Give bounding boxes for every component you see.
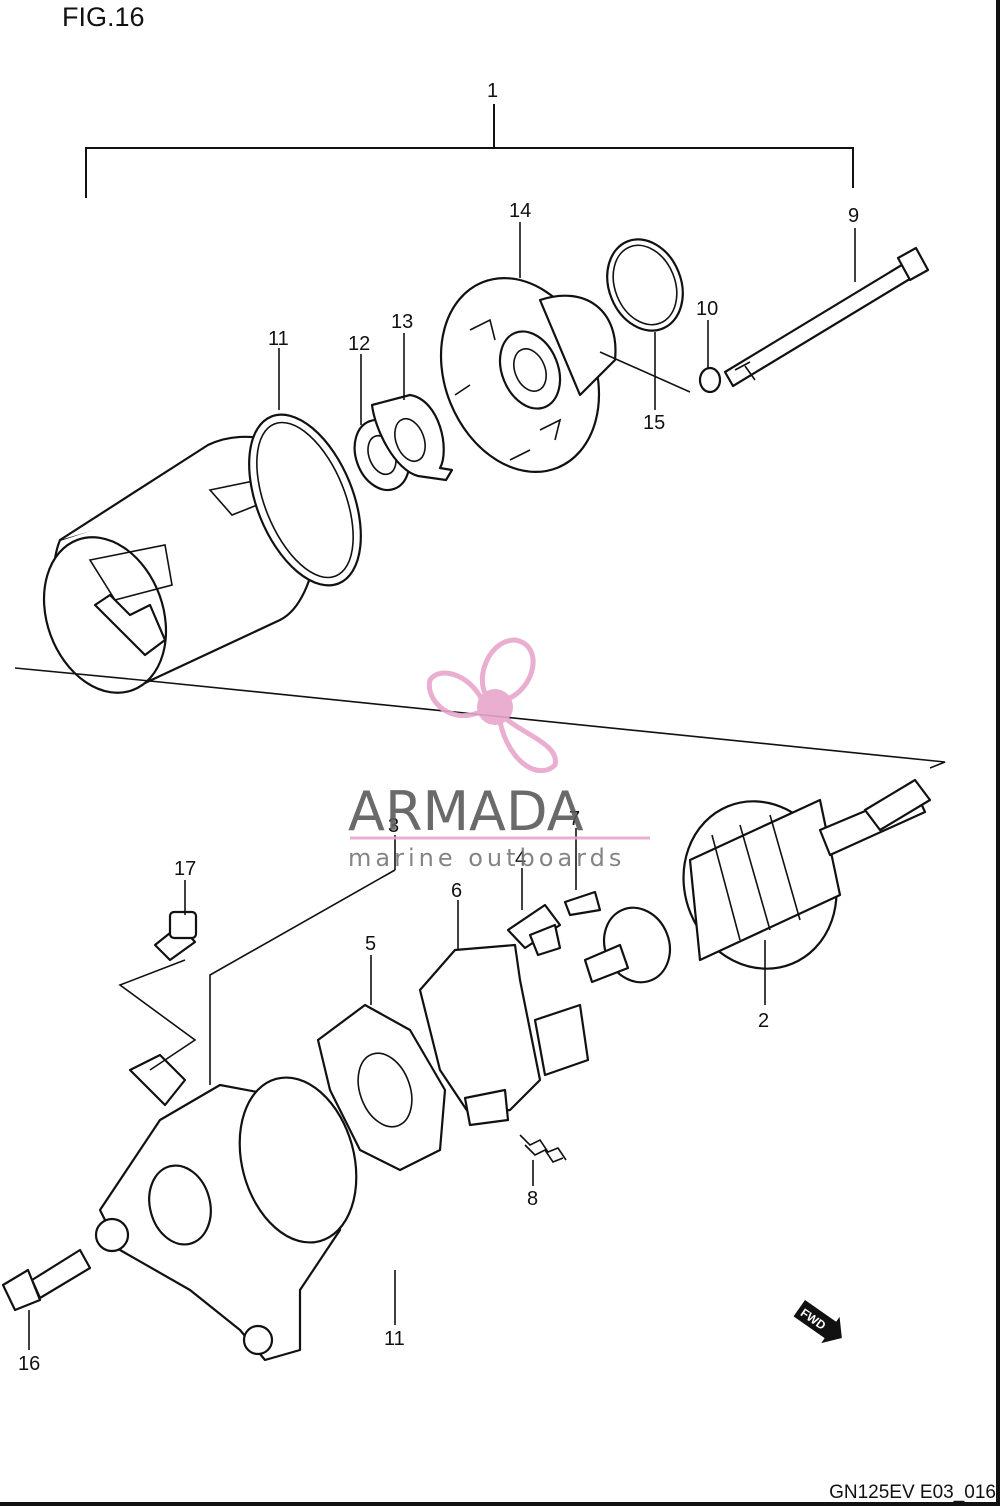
callout-7: 7 xyxy=(569,808,580,830)
watermark-name: ARMADA xyxy=(348,780,584,843)
assembly-bracket xyxy=(85,104,854,198)
callout-5: 5 xyxy=(365,933,376,955)
o-ring-upper xyxy=(248,413,362,587)
watermark-subtitle: marine outboards xyxy=(348,844,625,872)
through-bolt xyxy=(723,246,930,388)
o-ring-15 xyxy=(606,238,684,332)
washer-10 xyxy=(698,366,722,394)
callout-10: 10 xyxy=(696,298,718,320)
callout-8: 8 xyxy=(527,1188,538,1210)
callout-11-upper: 11 xyxy=(268,328,289,350)
frame-right xyxy=(996,0,1000,1506)
end-cover xyxy=(439,277,617,473)
figure-title: FIG.16 xyxy=(62,2,145,32)
screw-7 xyxy=(563,890,602,917)
fwd-direction-badge: FWD xyxy=(793,1300,842,1344)
brush-set xyxy=(506,903,562,957)
callout-2: 2 xyxy=(758,1010,769,1032)
mounting-bolt xyxy=(1,1248,92,1312)
callout-3: 3 xyxy=(388,815,399,837)
callout-9: 9 xyxy=(848,205,859,227)
frame-bottom xyxy=(0,1502,1000,1506)
washer-13 xyxy=(370,393,454,482)
o-ring-lower xyxy=(238,1076,358,1244)
callout-16: 16 xyxy=(18,1353,40,1375)
armature xyxy=(583,778,932,984)
callout-4: 4 xyxy=(515,848,526,870)
callout-1: 1 xyxy=(487,80,498,102)
callout-12: 12 xyxy=(348,333,370,355)
motor-yoke xyxy=(42,435,319,694)
brush-plate xyxy=(316,1003,447,1172)
spring xyxy=(519,1134,567,1163)
callout-6: 6 xyxy=(451,880,462,902)
propeller-logo-icon xyxy=(426,637,558,773)
callout-14: 14 xyxy=(509,200,531,222)
callout-labels: 1 2 3 4 5 6 7 8 9 10 11 11 12 13 14 15 1… xyxy=(18,80,859,1375)
o-ring-15-inner xyxy=(612,244,678,326)
callout-13: 13 xyxy=(391,311,413,333)
callout-17: 17 xyxy=(174,858,196,880)
callout-15: 15 xyxy=(643,412,665,434)
callout-11-lower: 11 xyxy=(384,1328,405,1350)
alignment-lines xyxy=(14,351,946,769)
screw-17 xyxy=(153,910,198,962)
figure-code: GN125EV E03_016 xyxy=(829,1482,996,1503)
brush-holder xyxy=(418,943,590,1127)
watermark: ARMADA marine outboards xyxy=(348,637,650,872)
o-ring-upper-inner xyxy=(256,421,354,579)
